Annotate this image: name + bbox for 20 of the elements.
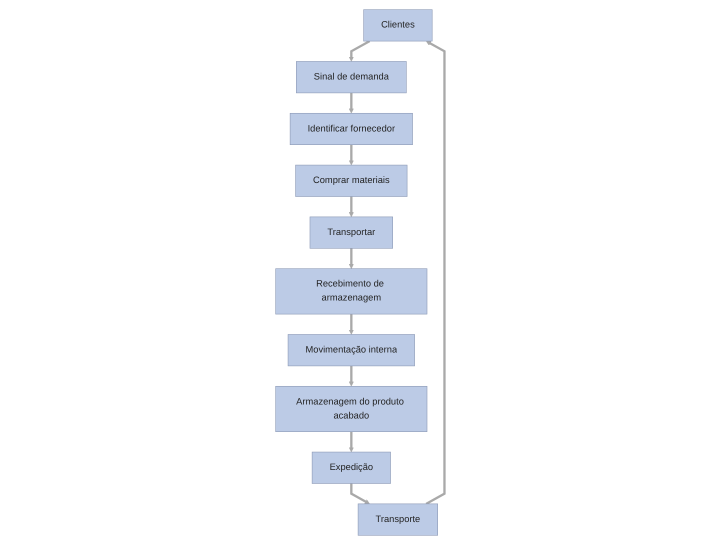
arrow xyxy=(349,366,354,387)
arrow xyxy=(349,196,354,218)
node-box: Transportar xyxy=(310,216,394,249)
node-box: Movimentação interna xyxy=(288,334,416,366)
node-box: Recebimento de armazenagem xyxy=(276,268,428,314)
node-box: Clientes xyxy=(364,9,433,42)
arrow xyxy=(349,248,354,269)
arrow xyxy=(349,40,371,62)
arrow xyxy=(350,484,370,504)
node-box: Identificar fornecedor xyxy=(290,113,414,145)
node-box: Sinal de demanda xyxy=(296,61,408,94)
arrow xyxy=(349,92,354,114)
node-box: Transporte xyxy=(358,504,438,536)
node-box: Comprar materiais xyxy=(296,164,408,197)
node-box: Armazenagem do produto acabado xyxy=(276,386,428,432)
arrow xyxy=(349,314,354,335)
arrow xyxy=(349,432,354,452)
arrow xyxy=(349,144,354,166)
arrow xyxy=(426,40,446,505)
node-box: Expedição xyxy=(312,452,392,484)
